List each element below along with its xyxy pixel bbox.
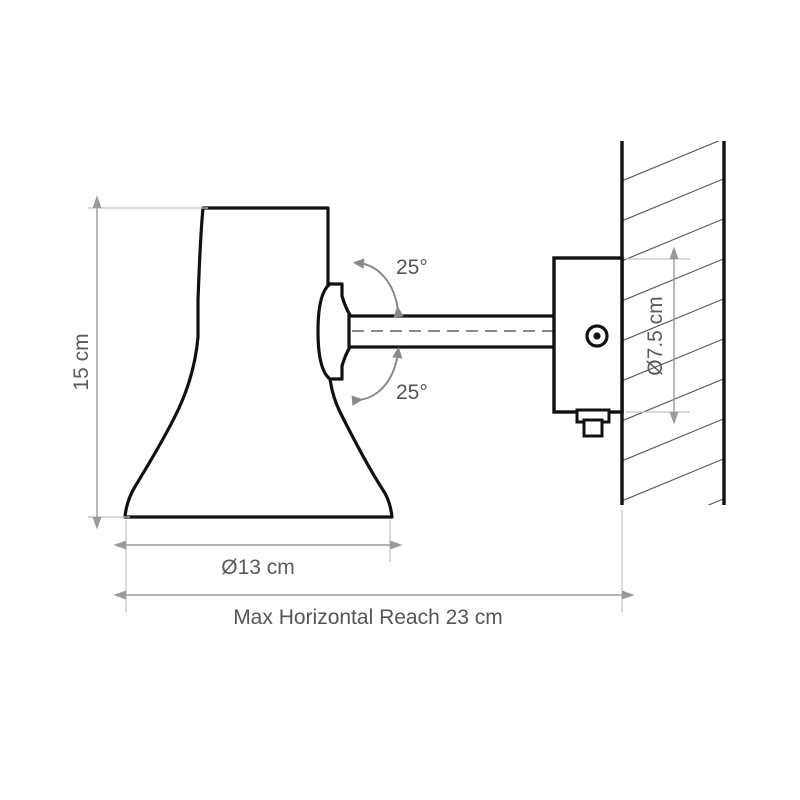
- angle-lower-label: 25°: [396, 381, 428, 404]
- wall-bracket: [552, 256, 624, 438]
- bracket-screw: [585, 324, 609, 348]
- pivot-joint: [316, 282, 352, 381]
- angle-upper-25: 25°: [352, 256, 428, 318]
- dimension-max-reach: Max Horizontal Reach 23 cm: [113, 510, 635, 629]
- angle-lower-25: 25°: [351, 346, 428, 406]
- lamp-shade: [123, 206, 394, 519]
- dimension-shade-height-label: 15 cm: [70, 333, 93, 390]
- dimension-bracket-diameter: Ø7.5 cm: [626, 246, 690, 425]
- dimension-shade-diameter-label: Ø13 cm: [221, 556, 295, 579]
- angle-upper-label: 25°: [396, 256, 428, 279]
- cable-gland: [575, 408, 611, 438]
- dimension-bracket-diameter-label: Ø7.5 cm: [644, 296, 667, 375]
- dimension-shade-diameter: Ø13 cm: [113, 520, 403, 612]
- dimension-max-reach-label: Max Horizontal Reach 23 cm: [233, 606, 503, 629]
- dimension-shade-height: 15 cm: [70, 195, 208, 530]
- horizontal-arm: [347, 314, 560, 349]
